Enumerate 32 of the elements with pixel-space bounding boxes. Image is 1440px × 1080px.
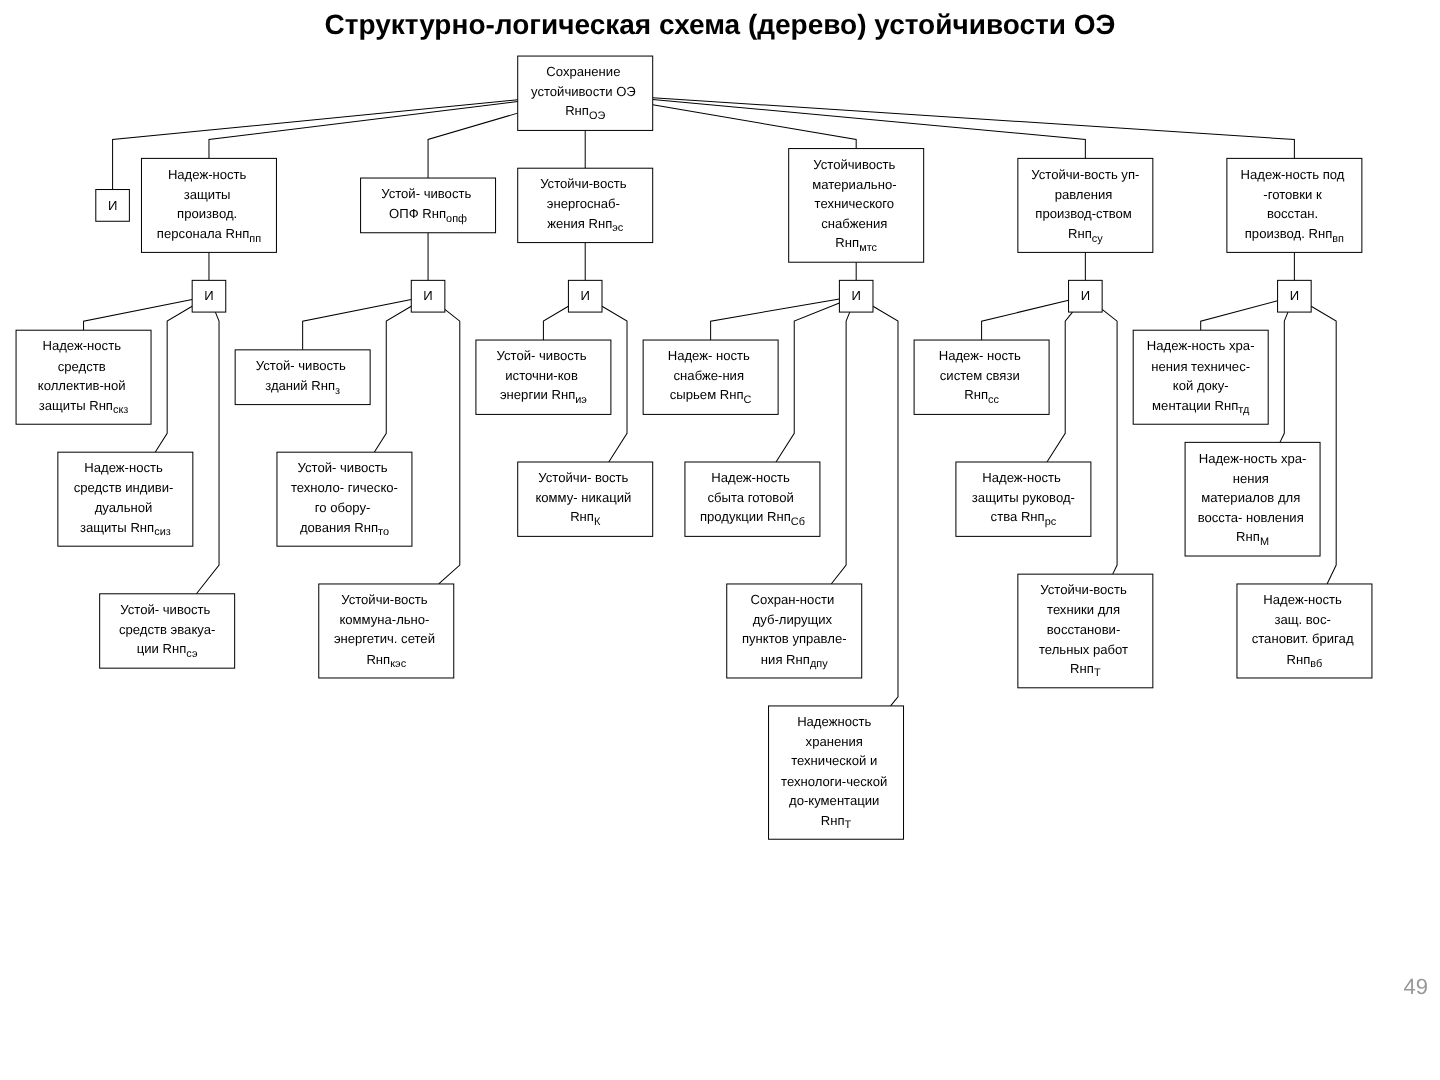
connector: [1293, 251, 1295, 281]
connector: [1101, 308, 1118, 575]
connector: [584, 242, 586, 281]
connector: [1200, 300, 1279, 331]
page-number: 49: [1403, 976, 1428, 1000]
diagram-title: Структурно-логическая схема (дерево) устойчивости ОЭ: [322, 8, 1118, 40]
connector: [775, 302, 840, 463]
connector: [112, 99, 519, 191]
connector: [1310, 305, 1337, 585]
connector: [652, 97, 1295, 159]
connector: [710, 298, 840, 341]
connector: [872, 305, 899, 707]
connector: [438, 308, 461, 585]
connector: [1046, 311, 1074, 463]
connector: [427, 232, 429, 281]
connector: [830, 311, 851, 585]
connector: [83, 299, 193, 331]
connector: [1279, 311, 1289, 443]
connector: [1084, 251, 1086, 281]
connector: [373, 305, 412, 453]
connector: [981, 299, 1070, 341]
connector: [652, 99, 1086, 159]
connector: [208, 251, 210, 281]
connector: [208, 101, 519, 159]
connector: [427, 112, 519, 179]
connector: [154, 305, 193, 453]
connector: [601, 305, 628, 463]
connector: [195, 311, 220, 595]
connector: [302, 299, 412, 351]
connector: [584, 129, 586, 169]
connector: [652, 104, 857, 150]
connector: [855, 261, 857, 281]
